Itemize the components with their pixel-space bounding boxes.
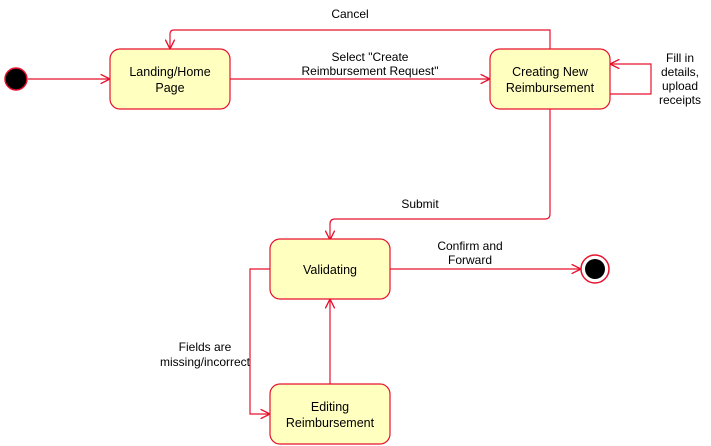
transition-label-confirm-line2: Forward	[448, 253, 492, 267]
state-creating-new: Creating New Reimbursement	[489, 48, 611, 110]
transition-label-select-line1: Select "Create	[332, 50, 409, 64]
transition-label-submit: Submit	[401, 197, 439, 211]
edge-fields-missing	[249, 268, 270, 414]
initial-node	[4, 67, 28, 91]
transition-label-cancel: Cancel	[331, 7, 368, 21]
state-landing-label-line2: Page	[155, 81, 184, 95]
state-validating-label: Validating	[303, 263, 357, 277]
edge-self-loop	[610, 64, 652, 95]
transition-label-fields-line1: Fields are	[179, 340, 232, 354]
state-creating-label-line1: Creating New	[512, 65, 589, 79]
transition-label-select-line2: Reimbursement Request"	[302, 64, 439, 78]
transition-label-fill-line2: details,	[661, 65, 699, 79]
final-node	[580, 254, 610, 284]
state-creating-label-line2: Reimbursement	[506, 81, 595, 95]
transition-label-fill-line4: receipts	[659, 93, 701, 107]
state-landing-home: Landing/Home Page	[109, 48, 231, 110]
edge-cancel	[170, 29, 551, 49]
transition-label-confirm-line1: Confirm and	[437, 239, 502, 253]
state-editing-label-line2: Reimbursement	[286, 416, 375, 430]
transition-label-fill-line3: upload	[662, 79, 698, 93]
state-editing-label-line1: Editing	[311, 400, 349, 414]
transition-label-fields-line2: missing/incorrect	[160, 355, 251, 369]
state-editing: Editing Reimbursement	[269, 383, 391, 445]
transition-label-fill-line1: Fill in	[666, 51, 694, 65]
state-validating: Validating	[269, 238, 391, 300]
state-landing-label-line1: Landing/Home	[129, 65, 210, 79]
edge-submit	[330, 109, 551, 239]
